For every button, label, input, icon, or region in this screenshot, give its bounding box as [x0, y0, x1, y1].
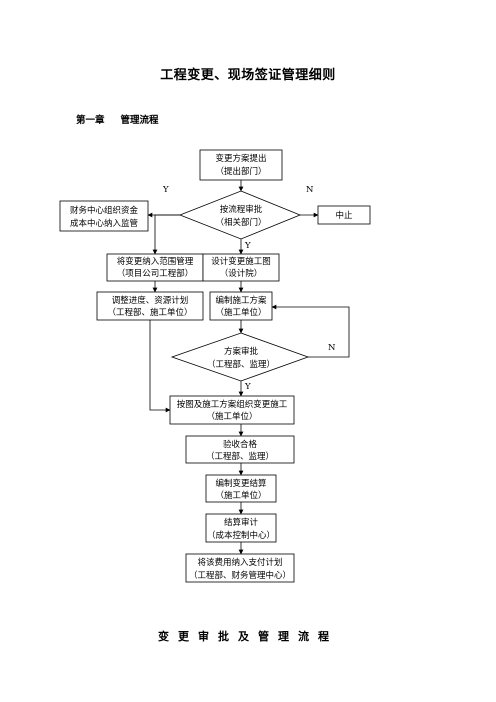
chapter-heading: 第一章 管理流程 — [76, 112, 159, 126]
node-text: 按图及施工方案组织变更施工 — [177, 399, 288, 410]
node-text: （工程部、监理） — [206, 451, 274, 462]
node-text: 结算审计 — [224, 517, 259, 528]
node-text: 成本中心纳入监管 — [70, 218, 138, 229]
node-text: 变更方案提出 — [215, 153, 266, 164]
node-text: （施工单位） — [206, 411, 257, 422]
node-text: 将变更纳入范围管理 — [117, 256, 194, 267]
chapter-title: 管理流程 — [120, 115, 159, 126]
node-text: 编制施工方案 — [215, 295, 267, 306]
node-text: （工程部、财务管理中心） — [189, 570, 291, 581]
node-finance — [59, 200, 149, 232]
flow-caption: 变更审批及管理流程 — [158, 630, 338, 643]
node-build — [169, 395, 295, 425]
node-text: 调整进度、资源计划 — [112, 295, 189, 306]
branch-yes: Y — [244, 382, 251, 392]
connector — [149, 320, 171, 413]
node-settle — [205, 474, 277, 503]
node-text: 编制变更结算 — [215, 478, 267, 489]
node-text: 将该费用纳入支付计划 — [197, 557, 282, 568]
chapter-number: 第一章 — [76, 115, 105, 126]
node-text: 中止 — [335, 210, 353, 221]
decision-text: 按流程审批 — [220, 204, 263, 215]
node-text: （成本控制中心） — [207, 530, 275, 541]
node-audit — [205, 513, 277, 543]
node-text: （设计院） — [220, 268, 263, 279]
branch-yes: Y — [244, 241, 251, 251]
decision-approval — [178, 190, 302, 240]
branch-yes: Y — [162, 185, 169, 195]
decision-plan-approval — [170, 332, 310, 382]
decision-text: （工程部、监理） — [207, 359, 275, 370]
node-text: （工程部、施工单位） — [107, 307, 192, 318]
document-title: 工程变更、现场签证管理细则 — [160, 68, 336, 83]
node-text: （施工单位） — [215, 490, 266, 501]
node-labels: 变更方案提出 （提出部门） 按流程审批 （相关部门） 中止 财务中心组织资金 成… — [70, 153, 353, 581]
node-text: 设计变更施工图 — [211, 256, 271, 267]
connector — [152, 214, 180, 255]
node-plan — [209, 291, 273, 321]
node-adjust — [96, 291, 204, 321]
node-text: 财务中心组织资金 — [70, 205, 139, 216]
branch-labels: Y N Y N Y — [162, 185, 336, 392]
node-change-proposal — [199, 149, 283, 181]
node-text: （提出部门） — [215, 166, 266, 177]
node-pay — [185, 553, 295, 583]
decision-text: 方案审批 — [224, 346, 259, 357]
node-accept — [185, 435, 295, 464]
branch-no: N — [306, 185, 314, 195]
branch-no: N — [328, 343, 336, 353]
node-stop — [317, 205, 371, 225]
decision-text: （相关部门） — [215, 217, 266, 228]
node-text: （施工单位） — [215, 307, 266, 318]
node-design — [202, 253, 280, 282]
connector — [271, 304, 350, 358]
node-text: （项目公司工程部） — [117, 268, 194, 279]
node-text: 验收合格 — [223, 439, 258, 450]
